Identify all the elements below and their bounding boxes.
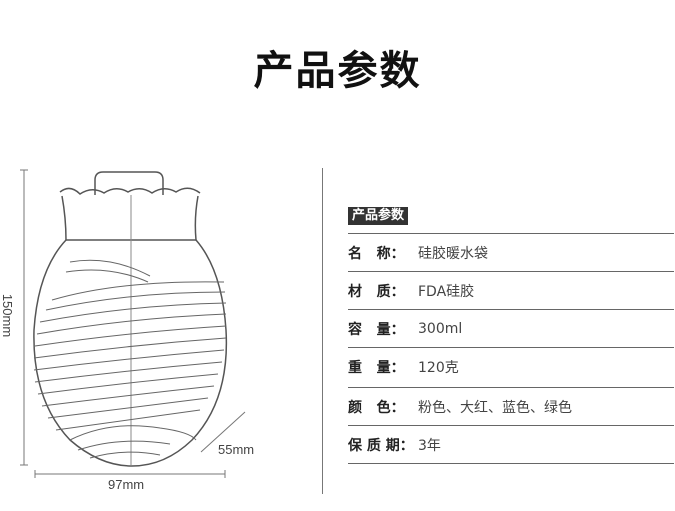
spec-row-weight: 重 量： 120克 <box>348 347 674 386</box>
spec-key: 保 质 期： <box>348 438 414 454</box>
spec-value: FDA硅胶 <box>418 284 475 300</box>
spec-key: 容 量： <box>348 322 405 338</box>
page-title: 产品参数 <box>253 48 422 94</box>
depth-dimension-label: 55mm <box>218 442 255 457</box>
spec-key: 颜 色： <box>348 400 405 416</box>
spec-row-warranty: 保 质 期： 3年 <box>348 425 674 464</box>
spec-value: 120克 <box>418 360 459 376</box>
spec-row-name: 名 称： 硅胶暖水袋 <box>348 233 674 272</box>
spec-row-color: 颜 色： 粉色、大红、蓝色、绿色 <box>348 387 674 426</box>
spec-value: 硅胶暖水袋 <box>418 246 488 262</box>
spec-key: 材 质： <box>348 284 405 300</box>
height-dimension-label: 150mm <box>0 293 16 338</box>
spec-key: 名 称： <box>348 246 405 262</box>
spec-heading: 产品参数 <box>348 207 409 225</box>
table-bottom-rule <box>348 463 674 464</box>
spec-row-material: 材 质： FDA硅胶 <box>348 271 674 310</box>
vertical-divider <box>322 168 323 494</box>
spec-value: 粉色、大红、蓝色、绿色 <box>418 400 572 416</box>
spec-key: 重 量： <box>348 360 405 376</box>
width-dimension-label: 97mm <box>108 477 145 492</box>
hot-water-bag-drawing <box>20 169 246 478</box>
spec-row-capacity: 容 量： 300ml <box>348 309 674 348</box>
spec-value: 300ml <box>418 321 463 337</box>
spec-value: 3年 <box>418 438 441 454</box>
